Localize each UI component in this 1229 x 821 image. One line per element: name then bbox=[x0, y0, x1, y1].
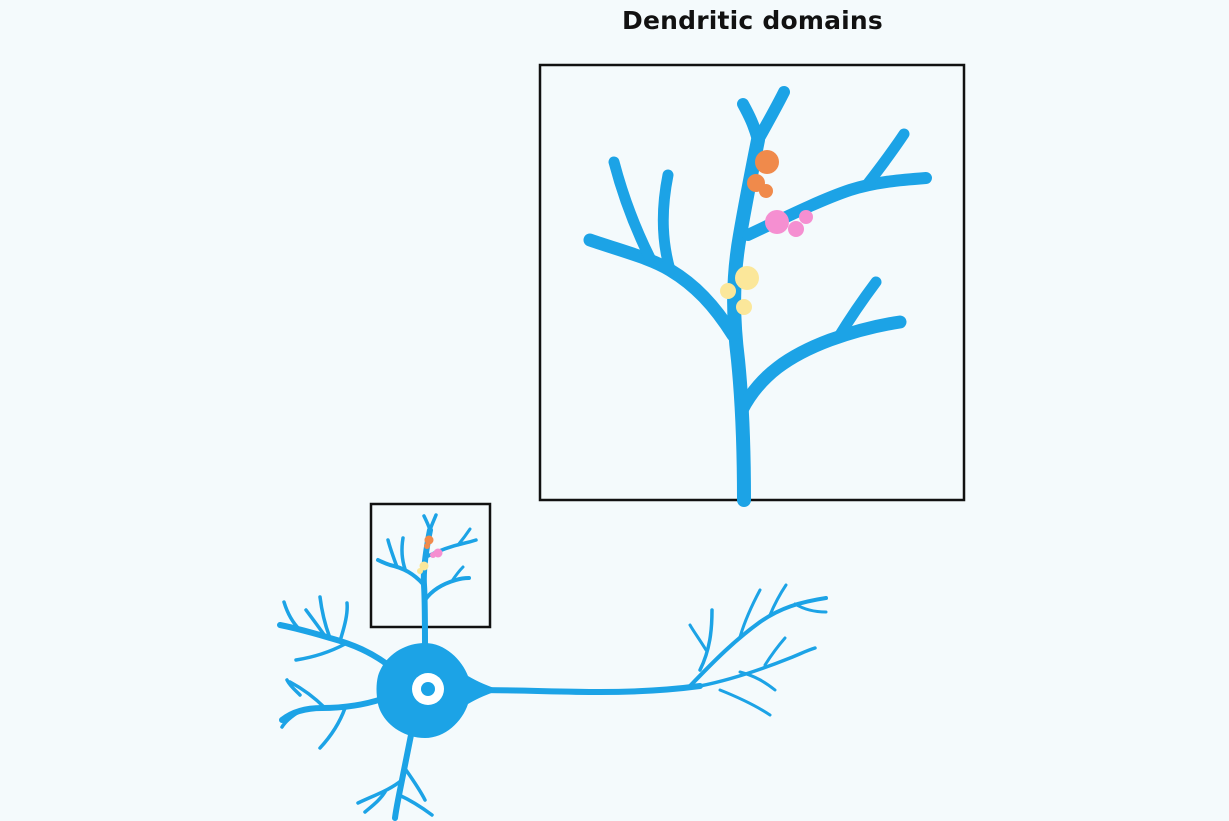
orange-domain-marker bbox=[424, 543, 430, 549]
axon-terminal-bottom bbox=[720, 690, 770, 715]
basal-l-main bbox=[282, 698, 385, 720]
yellow-domain-marker bbox=[417, 568, 423, 574]
apical-right-lower bbox=[425, 578, 469, 600]
pink-domain-marker bbox=[788, 221, 804, 237]
basal-dendrite-upper-left bbox=[280, 597, 392, 668]
orange-domain-marker bbox=[759, 184, 773, 198]
axon-terminal-lower-twig1 bbox=[740, 672, 775, 690]
pink-domain-marker bbox=[430, 552, 436, 558]
magnified-trunk bbox=[734, 140, 758, 500]
basal-ul-twig4 bbox=[296, 644, 345, 660]
basal-dendrite-bottom bbox=[358, 730, 432, 818]
yellow-domain-marker bbox=[720, 283, 736, 299]
magnified-panel bbox=[540, 65, 964, 500]
axon-terminal bbox=[690, 585, 826, 715]
magnified-dendrite bbox=[590, 92, 926, 500]
basal-l-twig3 bbox=[320, 708, 345, 748]
axon-terminal-upper-twig3 bbox=[795, 604, 826, 612]
basal-l-twig1 bbox=[290, 682, 325, 708]
magnified-top-branch-right bbox=[758, 92, 784, 140]
apical-dendrite bbox=[378, 515, 476, 650]
axon-terminal-mid bbox=[700, 610, 712, 670]
basal-dendrite-left bbox=[282, 680, 385, 748]
pink-domain-marker bbox=[799, 210, 813, 224]
magnified-right-lower-branch bbox=[742, 322, 900, 410]
nucleolus bbox=[421, 682, 435, 696]
basal-ul-twig2 bbox=[340, 603, 347, 641]
apical-left-twig bbox=[402, 538, 405, 569]
basal-b-twig2 bbox=[399, 795, 432, 815]
orange-domain-marker bbox=[755, 150, 779, 174]
yellow-domain-marker bbox=[735, 266, 759, 290]
orange-domain-marker bbox=[425, 536, 434, 545]
pink-domain-marker bbox=[765, 210, 789, 234]
basal-b-twig4 bbox=[406, 770, 425, 800]
magnified-left-twig-up bbox=[663, 175, 670, 270]
yellow-domain-marker bbox=[736, 299, 752, 315]
axon-terminal-mid-twig bbox=[690, 625, 706, 650]
apical-top-right bbox=[430, 515, 436, 530]
neuron bbox=[280, 515, 826, 818]
axon bbox=[470, 686, 700, 692]
apical-left bbox=[378, 560, 423, 584]
